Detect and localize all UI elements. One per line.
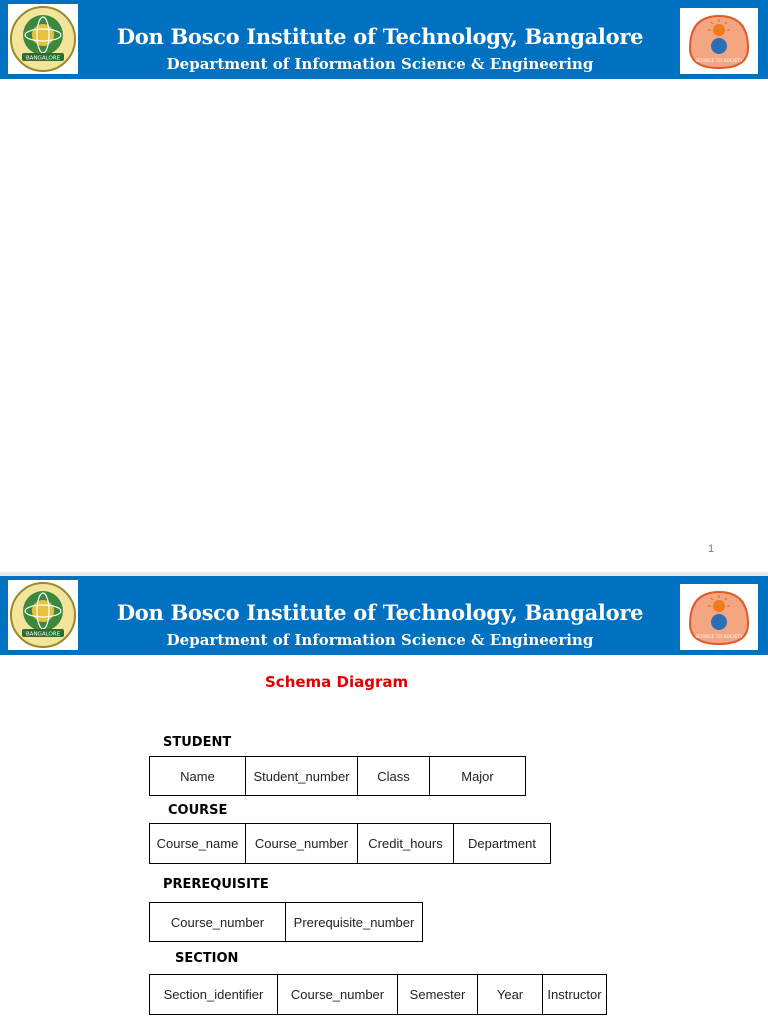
institute-emblem-icon: BANGALORE — [10, 6, 76, 72]
column-cell: Course_number — [150, 903, 286, 941]
column-cell: Department — [468, 836, 536, 851]
column-cell: Course_name — [150, 824, 246, 863]
institute-logo: BANGALORE — [8, 4, 78, 74]
column-cell: Year — [478, 975, 543, 1014]
logo-caption: BANGALORE — [26, 632, 61, 638]
column-cell: Name — [150, 757, 246, 795]
slide-header: BANGALORE Don Bosco Institute of Technol… — [0, 576, 768, 655]
column-cell: Student_number — [246, 757, 358, 795]
institute-title: Don Bosco Institute of Technology, Banga… — [116, 24, 644, 49]
institute-logo: BANGALORE — [8, 580, 78, 650]
page-number: 1 — [708, 543, 715, 555]
institute-title: Don Bosco Institute of Technology, Banga… — [116, 600, 644, 625]
society-logo: SERVICE TO SOCIETY — [680, 8, 758, 74]
slide-divider — [0, 572, 768, 576]
society-logo: SERVICE TO SOCIETY — [680, 584, 758, 650]
table-label-prerequisite: PREREQUISITE — [163, 877, 269, 892]
column-cell: Course_number — [278, 975, 398, 1014]
society-emblem-icon: SERVICE TO SOCIETY — [688, 14, 750, 70]
column-cell: Credit_hours — [358, 824, 454, 863]
society-emblem-icon: SERVICE TO SOCIETY — [688, 590, 750, 646]
department-subtitle: Department of Information Science & Engi… — [166, 55, 594, 73]
column-cell: Major — [461, 768, 494, 784]
column-cell: Course_number — [246, 824, 358, 863]
institute-emblem-icon: BANGALORE — [10, 582, 76, 648]
column-cell: Section_identifier — [150, 975, 278, 1014]
column-cell: Prerequisite_number — [293, 914, 415, 930]
column-cell: Class — [358, 757, 430, 795]
schema-diagram-title: Schema Diagram — [265, 673, 409, 691]
table-label-student: STUDENT — [163, 735, 232, 750]
table-row-course: Course_name Course_number Credit_hours D… — [149, 823, 551, 864]
logo-caption: SERVICE TO SOCIETY — [695, 58, 743, 64]
table-label-course: COURSE — [168, 803, 228, 818]
department-subtitle: Department of Information Science & Engi… — [166, 631, 594, 649]
table-row-section: Section_identifier Course_number Semeste… — [149, 974, 607, 1015]
slide-2: BANGALORE Don Bosco Institute of Technol… — [0, 576, 768, 1024]
logo-caption: BANGALORE — [26, 56, 61, 62]
column-cell: Semester — [398, 975, 478, 1014]
logo-caption: SERVICE TO SOCIETY — [695, 634, 743, 640]
slide-header: BANGALORE Don Bosco Institute of Technol… — [0, 0, 768, 79]
table-label-section: SECTION — [175, 951, 239, 966]
slide-1: BANGALORE Don Bosco Institute of Technol… — [0, 0, 768, 555]
table-row-prerequisite: Course_number Prerequisite_number — [149, 902, 423, 942]
column-cell: Instructor — [547, 987, 602, 1002]
table-row-student: Name Student_number Class Major — [149, 756, 526, 796]
